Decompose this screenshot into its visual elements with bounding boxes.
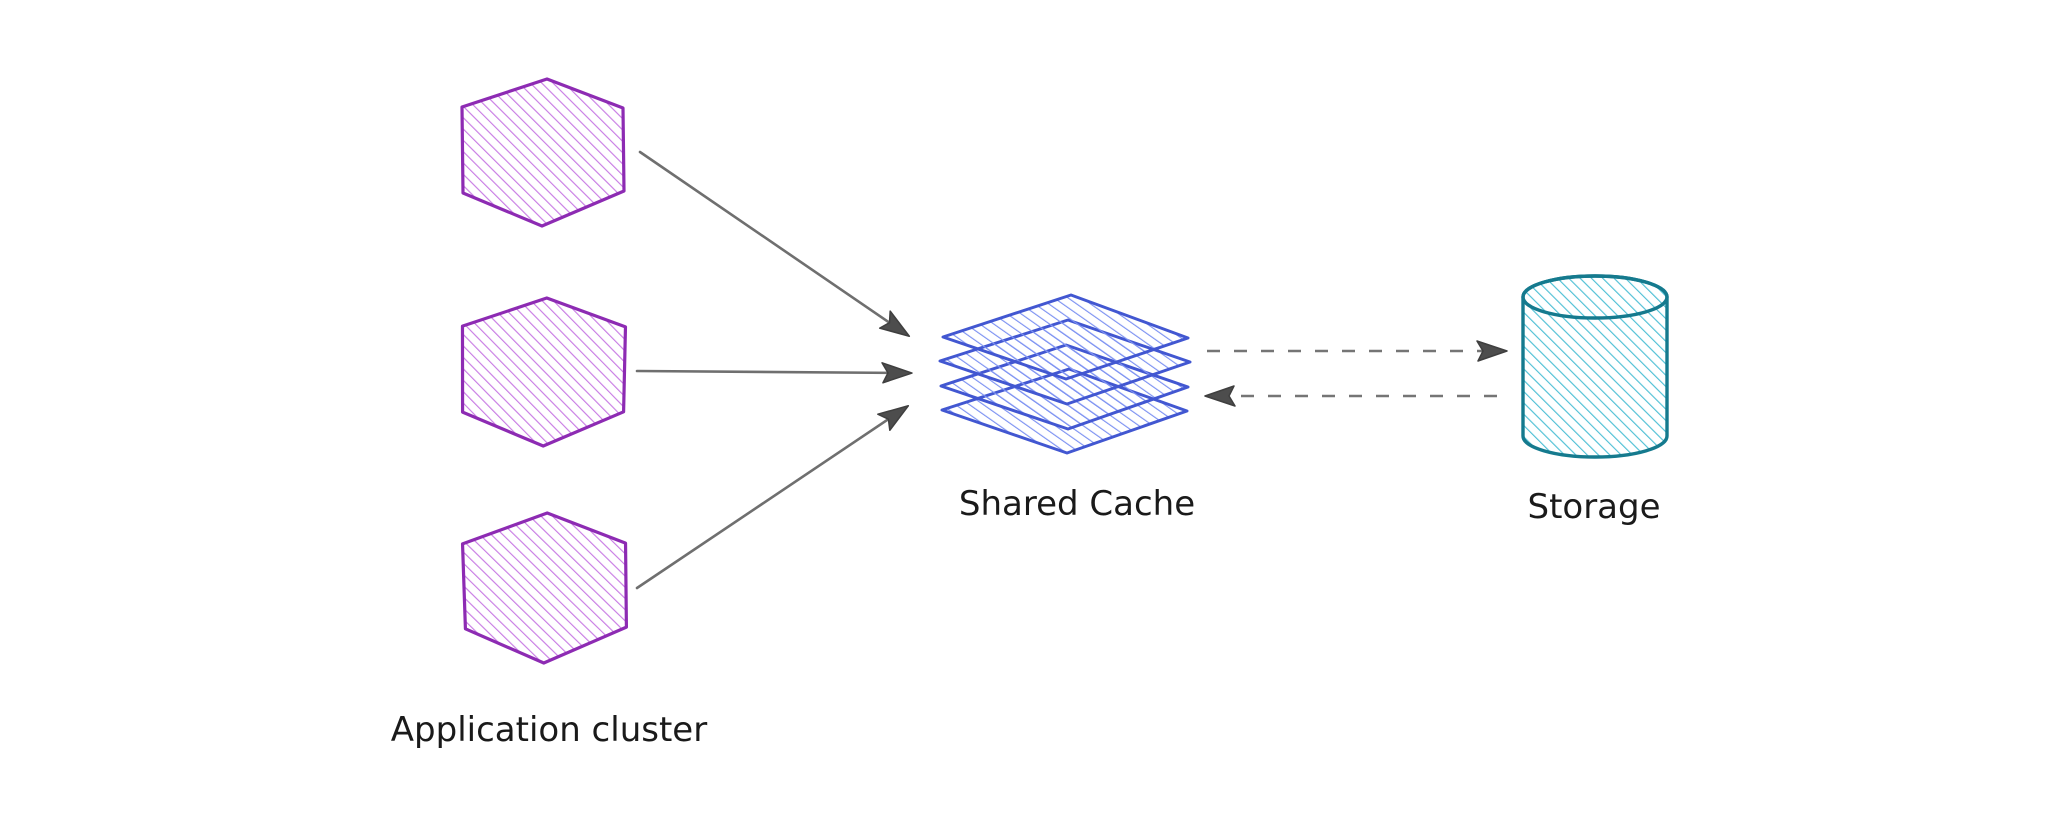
hexagon-icon [460,77,626,228]
storage-node [1521,274,1669,459]
arrow-app1-to-cache [638,150,911,338]
hexagon-icon [460,296,628,448]
app-cluster-label: Application cluster [391,710,707,750]
storage-label: Storage [1527,487,1660,527]
shared-cache-label: Shared Cache [959,484,1195,524]
app-node-2 [460,296,628,448]
shared-cache-node [938,293,1192,455]
cylinder-icon [1521,274,1669,459]
arrow-app3-to-cache [635,405,910,590]
arrow-app2-to-cache [635,362,913,384]
cache-layer-icon [941,293,1190,381]
hexagon-icon [460,511,629,665]
app-node-3 [460,511,629,665]
cylinder-rim-icon [1521,274,1669,320]
app-node-1 [460,77,626,228]
